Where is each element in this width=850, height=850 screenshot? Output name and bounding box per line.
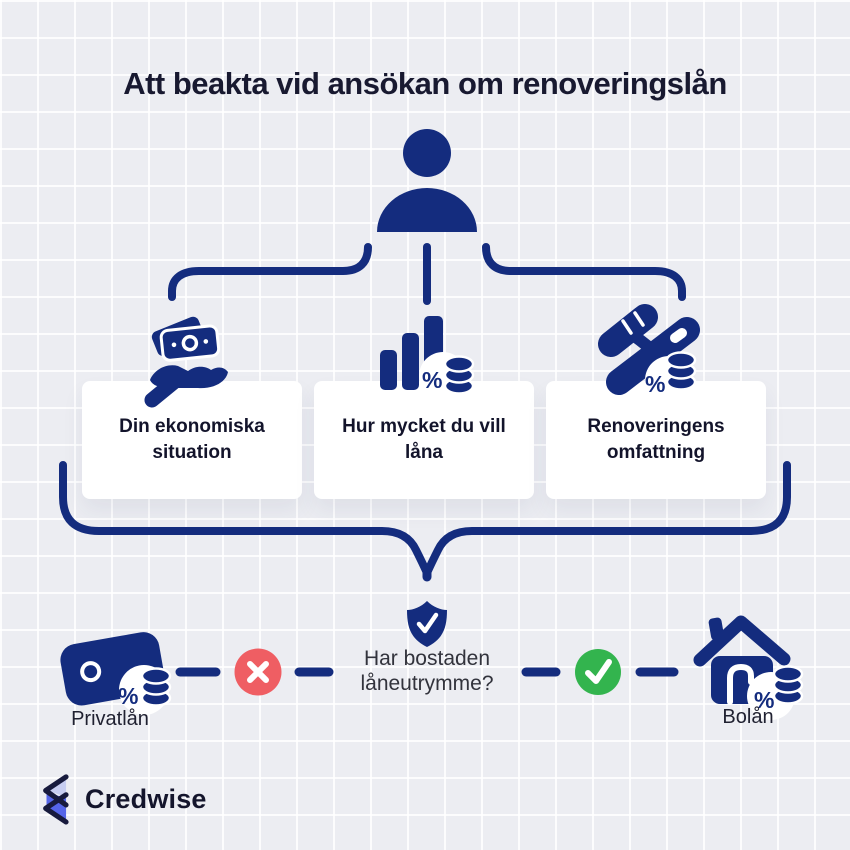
check-badge-icon	[575, 649, 621, 695]
shield-check-icon	[407, 601, 447, 647]
branch-connectors	[168, 243, 686, 305]
house-icon: %	[693, 615, 804, 720]
outcome-label-bolan: Bolån	[722, 706, 774, 728]
factor-label: Renoveringens omfattning	[587, 416, 725, 463]
factor-label: Hur mycket du vill låna	[342, 416, 506, 463]
credwise-logo-mark	[43, 774, 69, 825]
percent-symbol: %	[118, 683, 138, 709]
question-line-1: Har bostaden	[363, 647, 491, 670]
wallet-icon: %	[60, 632, 172, 715]
brand-name: Credwise	[85, 783, 207, 814]
cross-badge-icon	[234, 648, 282, 696]
factor-card-renovation-scope: Renoveringens omfattning	[546, 381, 766, 499]
brand-logo: Credwise	[38, 768, 207, 830]
factor-label: Din ekonomiska situation	[119, 416, 265, 463]
factor-card-economic-situation: Din ekonomiska situation	[82, 381, 302, 499]
question-line-2: låneutrymme?	[360, 672, 494, 695]
outcome-label-privatlan: Privatlån	[71, 708, 149, 730]
page-title: Att beakta vid ansökan om renoveringslån	[123, 66, 727, 101]
person-icon	[377, 129, 477, 232]
factor-card-loan-amount: Hur mycket du vill låna	[314, 381, 534, 499]
question-text: Har bostaden låneutrymme?	[327, 646, 527, 696]
